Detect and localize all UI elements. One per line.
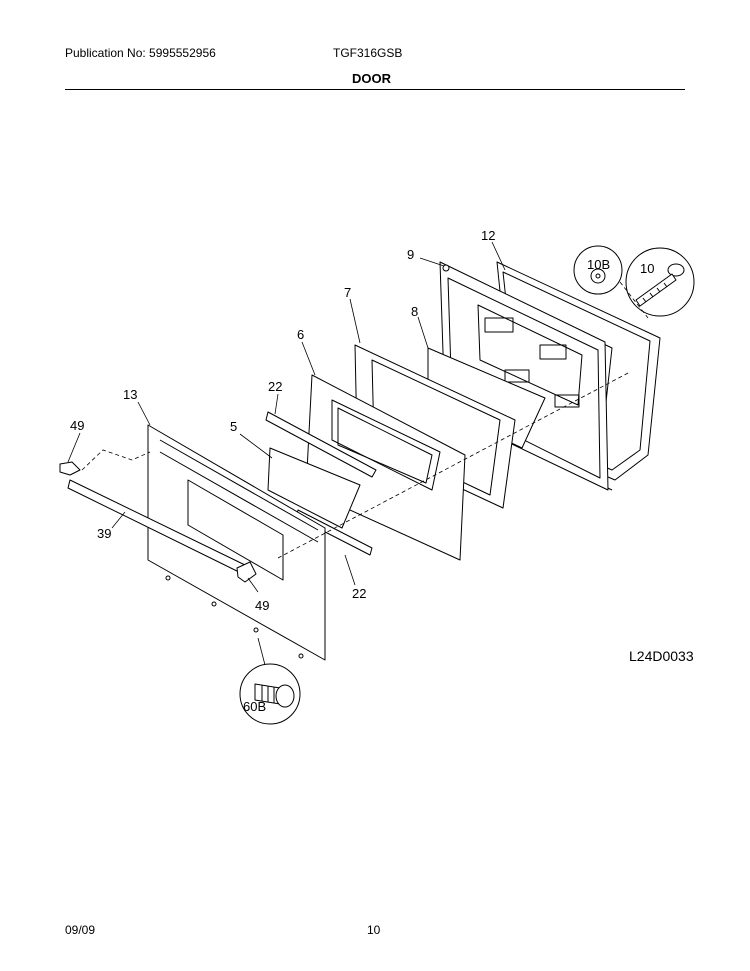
- section-title: DOOR: [352, 71, 391, 86]
- model-number: TGF316GSB: [333, 46, 403, 60]
- callout-5: 5: [230, 419, 237, 434]
- callout-22-bottom: 22: [352, 586, 366, 601]
- part-5-outer-glass: [267, 447, 361, 529]
- part-13-outer-door: [147, 424, 326, 661]
- callout-8: 8: [411, 304, 418, 319]
- callout-7: 7: [344, 285, 351, 300]
- drawing-code: L24D0033: [629, 648, 694, 664]
- callout-9: 9: [407, 247, 414, 262]
- callout-12: 12: [481, 228, 495, 243]
- header-rule: [65, 89, 685, 90]
- publication-number: Publication No: 5995552956: [65, 46, 216, 60]
- part-10b-washer: [573, 245, 623, 295]
- callout-10b: 10B: [587, 257, 610, 272]
- footer-date: 09/09: [65, 923, 96, 937]
- page-number: 10: [367, 923, 381, 937]
- callout-10: 10: [640, 261, 654, 276]
- part-60b-screw: [239, 663, 301, 725]
- part-6-window-frame: [305, 374, 466, 561]
- callout-49-left: 49: [70, 418, 84, 433]
- callout-60b: 60B: [243, 699, 266, 714]
- callout-49-bottom: 49: [255, 598, 269, 613]
- part-49-left-end-cap: [59, 461, 81, 476]
- callout-6: 6: [297, 327, 304, 342]
- callout-22-top: 22: [268, 379, 282, 394]
- part-10-screw: [625, 247, 695, 317]
- callout-13: 13: [123, 387, 137, 402]
- assembly-guide-lines: [81, 281, 649, 559]
- callout-39: 39: [97, 526, 111, 541]
- part-22-top-bracket: [265, 411, 377, 478]
- part-49-right-end-cap: [236, 561, 257, 583]
- callout-leaders: [67, 241, 506, 666]
